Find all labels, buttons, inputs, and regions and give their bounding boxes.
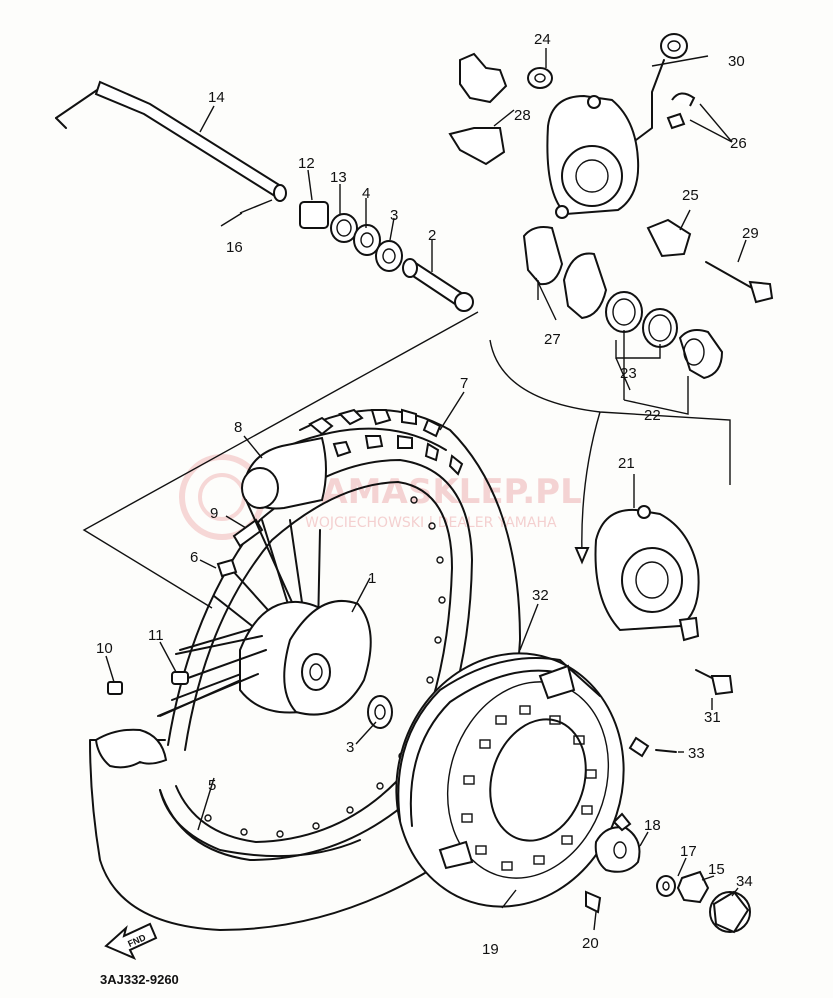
callout-5: 5 xyxy=(208,777,216,794)
callout-14: 14 xyxy=(208,89,225,106)
tire-tread-blocks xyxy=(308,408,464,476)
callout-22: 22 xyxy=(644,407,661,424)
front-direction-arrow: FND xyxy=(104,922,158,960)
bleed-screw-cap xyxy=(660,33,688,59)
callouts: 1 2 3 3 4 5 6 7 8 9 10 11 12 13 14 15 16… xyxy=(96,31,759,958)
callout-18: 18 xyxy=(644,817,661,834)
oil-seal xyxy=(330,213,358,243)
washer xyxy=(656,875,676,897)
assembly-arrow xyxy=(581,411,601,556)
callout-13: 13 xyxy=(330,169,347,186)
callout-12: 12 xyxy=(298,155,315,172)
axle-cap xyxy=(709,890,751,934)
tire-section xyxy=(94,728,168,769)
caliper-piston xyxy=(678,329,724,380)
disc-bolt-lower xyxy=(585,890,602,914)
pad-spring xyxy=(448,52,508,166)
valve-nut xyxy=(232,518,264,548)
callout-27: 27 xyxy=(544,331,561,348)
callout-10: 10 xyxy=(96,640,113,657)
spoke-set xyxy=(157,635,267,717)
callout-17: 17 xyxy=(680,843,697,860)
front-axle xyxy=(55,80,287,202)
callout-20: 20 xyxy=(582,935,599,952)
spoke-nipple xyxy=(216,558,238,578)
callout-3-lower: 3 xyxy=(346,739,354,756)
axle-spacer xyxy=(402,258,474,312)
callout-3-upper: 3 xyxy=(390,207,398,224)
piston-seals xyxy=(605,291,678,348)
bearing-lower xyxy=(375,240,403,272)
callout-30: 30 xyxy=(728,53,745,70)
inner-tube xyxy=(241,436,327,510)
callout-4: 4 xyxy=(362,185,370,202)
caliper-pin-boot xyxy=(646,218,692,258)
caliper-mount-bolt xyxy=(705,261,774,304)
callout-6: 6 xyxy=(190,549,198,566)
disc-vent-holes xyxy=(461,705,597,871)
callout-31: 31 xyxy=(704,709,721,726)
callout-24: 24 xyxy=(534,31,551,48)
bleed-screw xyxy=(666,92,696,130)
diagram-code: 3AJ332-9260 xyxy=(100,972,179,987)
caliper-bolt-boot xyxy=(527,67,553,89)
callout-1: 1 xyxy=(368,570,376,587)
callout-25: 25 xyxy=(682,187,699,204)
bearing-upper xyxy=(353,224,381,256)
disc-bolt xyxy=(628,736,677,758)
callout-11: 11 xyxy=(148,627,164,644)
watermark-logo-inner xyxy=(198,473,246,521)
caliper-lower-bolt xyxy=(695,669,734,696)
spoke-nipple-left xyxy=(107,681,123,695)
callout-21: 21 xyxy=(618,455,635,472)
brake-pads xyxy=(522,226,608,320)
rim-spoke-holes xyxy=(204,496,446,838)
caliper-assembly xyxy=(594,505,700,642)
brake-disc xyxy=(395,652,625,908)
callout-32: 32 xyxy=(532,587,549,604)
callout-33: 33 xyxy=(688,745,705,762)
callout-15: 15 xyxy=(708,861,725,878)
callout-7: 7 xyxy=(460,375,468,392)
watermark-brand: YAMASKLEP.PL xyxy=(299,472,582,512)
callout-2: 2 xyxy=(428,227,436,244)
callout-26: 26 xyxy=(730,135,747,152)
pinch-bolt xyxy=(220,212,243,227)
rim-band xyxy=(159,789,361,858)
front-hub xyxy=(239,599,372,716)
speedometer-gear-unit xyxy=(594,812,641,873)
disc-cover xyxy=(397,657,601,821)
hub-bearing xyxy=(367,695,393,729)
caliper-bracket-upper xyxy=(546,59,665,219)
callout-9: 9 xyxy=(210,505,218,522)
front-tire xyxy=(89,408,521,931)
axle-nut xyxy=(676,870,710,904)
callout-16: 16 xyxy=(226,239,243,256)
callout-28: 28 xyxy=(514,107,531,124)
leader-lines xyxy=(105,48,747,931)
callout-29: 29 xyxy=(742,225,759,242)
assembly-line-hub xyxy=(82,311,479,609)
callout-23: 23 xyxy=(620,365,637,382)
callout-34: 34 xyxy=(736,873,753,890)
callout-8: 8 xyxy=(234,419,242,436)
hub-spacer-collar xyxy=(299,201,329,229)
callout-19: 19 xyxy=(482,941,499,958)
